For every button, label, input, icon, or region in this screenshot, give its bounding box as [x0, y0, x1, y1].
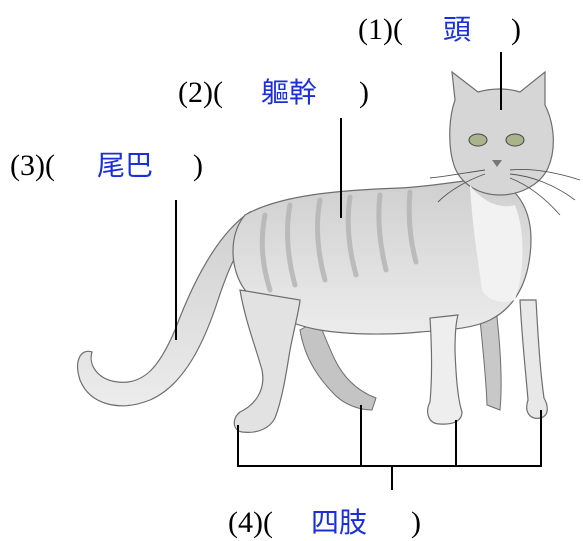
pointer-bracket-limbs — [237, 410, 542, 467]
label-tail-open: ( — [44, 149, 55, 182]
cat-far-hind-leg — [299, 319, 377, 411]
label-trunk-close: ) — [359, 76, 369, 109]
label-limbs-close: ) — [411, 506, 421, 539]
label-head: (1)( 頭) — [358, 12, 521, 48]
cat-stripes — [259, 189, 419, 293]
label-limbs: (4)( 四肢) — [228, 505, 421, 541]
label-limbs-open: ( — [262, 506, 273, 539]
label-trunk-number: (2) — [178, 76, 213, 109]
cat-eye-right — [505, 133, 525, 147]
cat-far-front-paw — [519, 299, 548, 419]
label-tail-number: (3) — [10, 149, 45, 182]
label-head-number: (1) — [358, 13, 393, 46]
cat-chest — [470, 185, 523, 302]
cat-nose — [492, 160, 502, 167]
label-tail: (3)( 尾巴) — [10, 148, 203, 184]
label-head-close: ) — [511, 13, 521, 46]
cat-near-front-leg — [427, 314, 463, 425]
cat-far-front-leg — [477, 299, 502, 411]
cat-tail — [77, 211, 256, 407]
label-tail-close: ) — [193, 149, 203, 182]
label-head-open: ( — [392, 13, 403, 46]
label-tail-answer: 尾巴 — [96, 149, 153, 182]
label-limbs-answer: 四肢 — [310, 506, 367, 539]
cat-eye-left — [468, 133, 488, 147]
label-limbs-number: (4) — [228, 506, 263, 539]
label-trunk-open: ( — [212, 76, 223, 109]
cat-near-hind-leg — [233, 289, 301, 433]
cat-head — [449, 70, 554, 196]
label-head-answer: 頭 — [442, 13, 471, 46]
label-trunk: (2)( 軀幹) — [178, 75, 369, 111]
label-trunk-answer: 軀幹 — [260, 76, 317, 109]
pointer-lines — [175, 52, 542, 490]
cat-whiskers — [429, 169, 581, 216]
